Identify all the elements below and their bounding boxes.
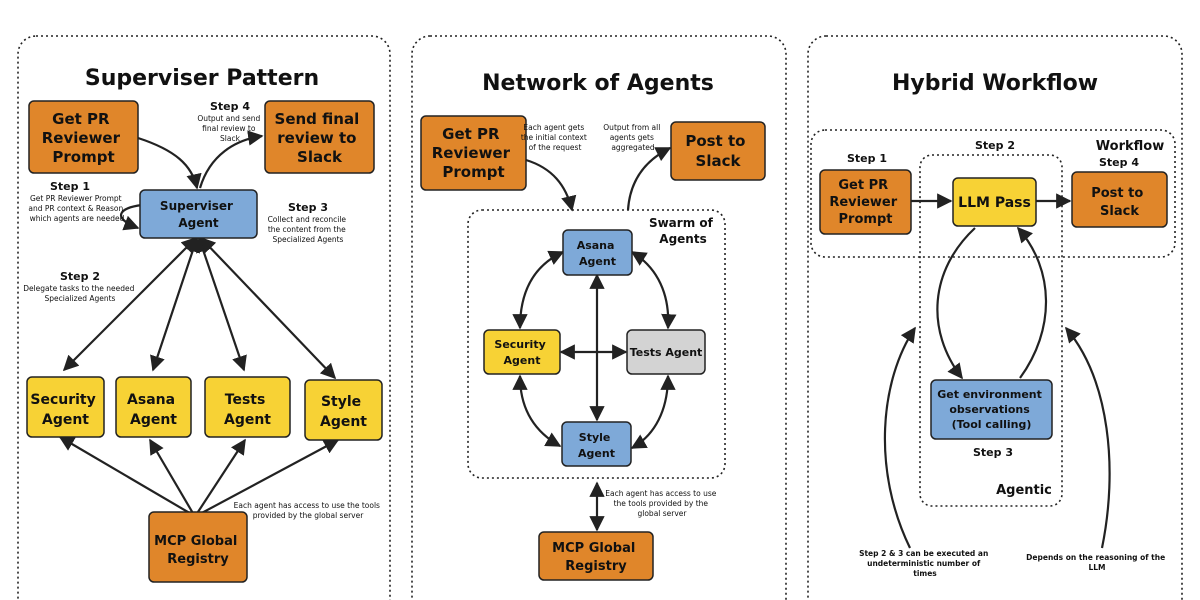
- svg-text:Security Agent: Security Agent: [30, 392, 100, 428]
- svg-text:MCP Global Registry: MCP Global Registry: [154, 534, 242, 567]
- network-tools-note: Each agent has access to use the tools p…: [605, 489, 719, 518]
- hybrid-step2-label: Step 2: [975, 139, 1015, 152]
- network-title: Network of Agents: [482, 71, 714, 96]
- superviser-security-agent-node: Security Agent: [26, 376, 105, 438]
- network-mcp-registry-node: MCP Global Registry: [538, 531, 654, 581]
- hybrid-step1-label: Step 1: [847, 152, 887, 165]
- svg-text:Style Agent: Style Agent: [578, 431, 615, 460]
- svg-text:MCP Global Registry: MCP Global Registry: [552, 541, 640, 574]
- superviser-mcp-registry-node: MCP Global Registry: [148, 511, 248, 583]
- network-post-slack-node: Post to Slack: [670, 121, 766, 181]
- network-edges: [512, 147, 677, 532]
- superviser-step1-note: Get PR Reviewer Prompt and PR context & …: [28, 194, 125, 223]
- superviser-step2-label: Step 2: [60, 270, 100, 283]
- superviser-send-final-node: Send final review to Slack: [264, 100, 375, 174]
- superviser-step3-note: Collect and reconcile the content from t…: [268, 215, 349, 244]
- panel-network-frame: [411, 35, 787, 600]
- hybrid-agentic-frame: [919, 154, 1063, 507]
- svg-text:Send final review to: Send final review to Slack: [275, 110, 365, 166]
- network-tests-agent-node: Tests Agent: [626, 329, 706, 375]
- hybrid-get-env-node: Get environment observations (Tool calli…: [930, 379, 1053, 440]
- network-context-note: Each agent gets the initial context of t…: [521, 123, 589, 152]
- superviser-step4-note: Output and send final review to Slack: [197, 114, 262, 143]
- hybrid-agentic-label: Agentic: [996, 483, 1052, 498]
- hybrid-llm-pass-node: LLM Pass: [952, 177, 1037, 227]
- superviser-agent-node: Superviser Agent: [139, 189, 258, 239]
- hybrid-edges: [883, 193, 1111, 549]
- svg-text:Security Agent: Security Agent: [494, 338, 549, 367]
- hybrid-step3-label: Step 3: [973, 446, 1013, 459]
- panel-hybrid-frame: [807, 35, 1183, 600]
- svg-text:Asana Agent: Asana Agent: [127, 392, 180, 428]
- hybrid-post-slack-node: Post to Slack: [1071, 171, 1168, 228]
- superviser-tests-agent-node: Tests Agent: [204, 376, 291, 438]
- network-output-note: Output from all agents gets aggregated: [603, 123, 662, 152]
- network-style-agent-node: Style Agent: [561, 421, 632, 467]
- svg-text:Tests Agent: Tests Agent: [630, 346, 703, 359]
- hybrid-note-right: Depends on the reasoning of the LLM: [1026, 553, 1168, 572]
- superviser-title: Superviser Pattern: [85, 66, 319, 91]
- superviser-edges: [58, 130, 340, 516]
- hybrid-title: Hybrid Workflow: [892, 71, 1098, 96]
- superviser-asana-agent-node: Asana Agent: [115, 376, 192, 438]
- svg-text:Get PR Reviewer Pr: Get PR Reviewer Prompt: [42, 110, 125, 166]
- svg-text:Post to Slack: Post to Slack: [1091, 186, 1148, 219]
- svg-text:Tests Agent: Tests Agent: [224, 392, 271, 428]
- superviser-step2-note: Delegate tasks to the needed Specialized…: [23, 284, 137, 303]
- svg-text:Get PR Reviewer Pr: Get PR Reviewer Prompt: [432, 125, 515, 181]
- svg-text:LLM Pass: LLM Pass: [958, 195, 1031, 211]
- superviser-step4-label: Step 4: [210, 100, 250, 113]
- panel-superviser-frame: [17, 35, 391, 600]
- svg-text:Post to Slack: Post to Slack: [685, 132, 750, 170]
- superviser-tools-note: Each agent has access to use the tools p…: [234, 501, 383, 520]
- svg-text:Style Agent: Style Agent: [320, 394, 367, 430]
- hybrid-step4-label: Step 4: [1099, 156, 1139, 169]
- superviser-style-agent-node: Style Agent: [304, 379, 383, 441]
- network-get-prompt-node: Get PR Reviewer Prompt: [420, 115, 527, 191]
- superviser-step3-label: Step 3: [288, 201, 328, 214]
- superviser-step1-label: Step 1: [50, 180, 90, 193]
- hybrid-workflow-label: Workflow: [1096, 139, 1164, 154]
- network-swarm-frame: [467, 209, 726, 479]
- svg-text:Asana Agent: Asana Agent: [577, 239, 619, 268]
- hybrid-get-prompt-node: Get PR Reviewer Prompt: [819, 169, 912, 235]
- svg-text:Get environment observat: Get environment observations (Tool calli…: [937, 388, 1045, 431]
- network-swarm-label: Swarm of Agents: [649, 216, 717, 246]
- network-asana-agent-node: Asana Agent: [562, 229, 633, 276]
- svg-text:Superviser Agent: Superviser Agent: [160, 199, 237, 230]
- hybrid-workflow-frame: [810, 129, 1176, 258]
- hybrid-note-left: Step 2 & 3 can be executed an undetermin…: [859, 549, 991, 578]
- network-security-agent-node: Security Agent: [483, 329, 561, 375]
- svg-text:Get PR Reviewer Pr: Get PR Reviewer Prompt: [829, 178, 901, 227]
- superviser-get-prompt-node: Get PR Reviewer Prompt: [28, 100, 139, 174]
